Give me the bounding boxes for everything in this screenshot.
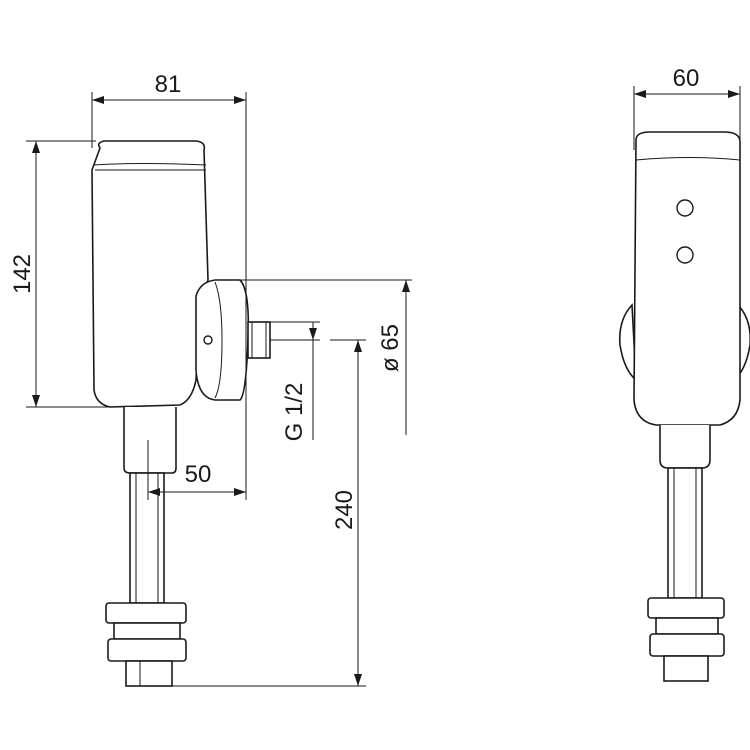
dim-label-142: 142 [9, 254, 36, 294]
side-housing [91, 140, 209, 408]
front-housing [633, 131, 741, 426]
outlet-collar-top [105, 602, 187, 624]
front-pipe-sleeve [659, 425, 711, 469]
side-screw [203, 335, 213, 345]
knob-edge [214, 281, 223, 399]
front-view: 60 [618, 65, 750, 682]
arrow [402, 280, 410, 292]
outlet-spigot [125, 660, 173, 687]
front-collar-bottom [649, 633, 725, 657]
dim-label-240: 240 [331, 490, 358, 530]
side-view: 81 142 50 G 1/2 ø 65 240 [9, 71, 412, 687]
arrow [32, 395, 40, 407]
front-collar-mid [655, 617, 719, 635]
connection-stub [247, 321, 271, 359]
front-spigot [663, 655, 709, 682]
outlet-collar-bottom [107, 638, 187, 662]
dim-label-diameter: ø 65 [377, 324, 404, 372]
arrow [92, 96, 104, 104]
arrow [309, 328, 317, 340]
dim-label-thread: G 1/2 [281, 383, 308, 442]
front-wing-left [618, 303, 637, 382]
arrow [634, 90, 646, 98]
pipe-sleeve [123, 407, 177, 474]
arrow [728, 90, 740, 98]
arrow [148, 488, 160, 496]
front-cap-line [635, 157, 741, 161]
cap-bevel [93, 163, 207, 166]
arrow [354, 674, 362, 686]
front-drop-pipe [667, 467, 703, 599]
arrow [234, 488, 246, 496]
sensor-eye-icon [676, 199, 694, 217]
dim-label-81: 81 [155, 71, 182, 98]
outlet-collar-mid [113, 622, 181, 640]
dim-label-50: 50 [185, 461, 212, 488]
arrow [354, 340, 362, 352]
front-collar-top [647, 597, 725, 619]
arrow [234, 96, 246, 104]
sensor-led-icon [676, 246, 694, 264]
dim-label-60: 60 [673, 65, 700, 92]
arrow [32, 141, 40, 153]
